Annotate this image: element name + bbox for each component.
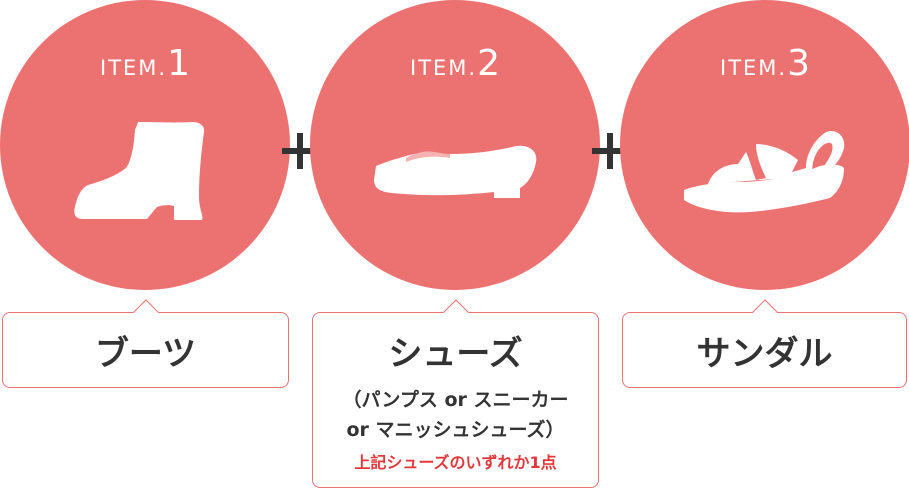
item-label-number: 2 [477,43,500,84]
card-pointer [132,299,159,325]
card-pointer [751,299,778,325]
plus-icon [282,133,318,169]
card-note-red: 上記シューズのいずれか1点 [354,453,557,472]
item-card-2: シューズ （パンプス or スニーカー or マニッシュシューズ） 上記シューズ… [312,299,599,488]
item-label-1: ITEM.1 [0,46,290,82]
card-note-line-1: （パンプス or スニーカー [342,389,569,411]
item-circle-2: ITEM.2 [310,0,600,290]
card-note-line-2: or マニッシュシューズ） [346,419,565,441]
item-label-number: 1 [167,43,190,84]
item-circle-1: ITEM.1 [0,0,290,290]
item-label-2: ITEM.2 [310,46,600,82]
item-label-3: ITEM.3 [620,46,909,82]
item-card-3: サンダル [622,299,907,388]
card-title: ブーツ [94,334,197,374]
card-title: サンダル [696,334,833,374]
item-circle-3: ITEM.3 [620,0,909,290]
card-pointer [442,299,469,325]
card-title: シューズ [388,334,523,374]
boot-icon [74,122,205,220]
item-label-text: ITEM. [100,56,168,80]
item-label-text: ITEM. [720,56,788,80]
loafer-shoe-icon [374,145,537,198]
plus-icon [592,133,628,169]
item-label-text: ITEM. [410,56,478,80]
item-card-1: ブーツ [2,299,289,388]
sandal-icon [684,130,845,213]
item-label-number: 3 [787,43,810,84]
